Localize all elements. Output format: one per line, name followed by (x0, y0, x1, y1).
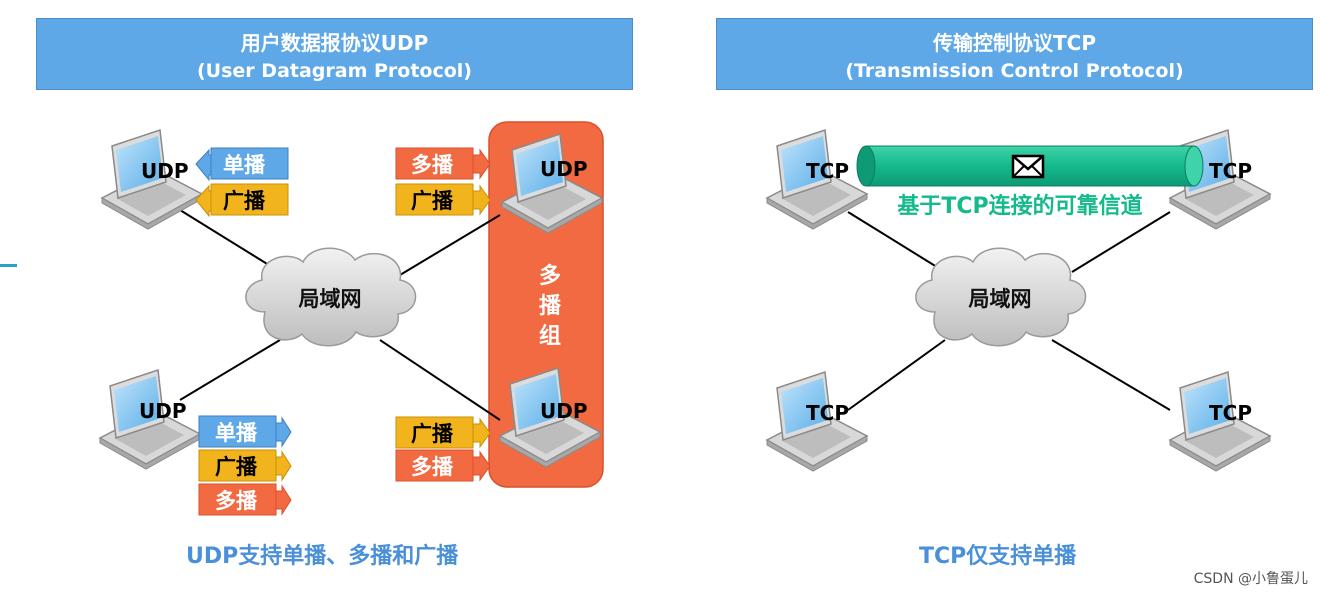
udp-title-banner: 用户数据报协议UDP (User Datagram Protocol) (36, 18, 633, 90)
tcp-laptop-tl-label: TCP (806, 159, 849, 183)
tcp-caption: TCP仅支持单播 (919, 544, 1077, 569)
tag-multicast-br-label: 多播 (411, 455, 454, 479)
multicast-group-char-3: 组 (539, 323, 561, 349)
tag-broadcast-tr-label: 广播 (411, 189, 454, 213)
tag-unicast-in-label: 单播 (223, 153, 266, 177)
tcp-laptop-br-label: TCP (1209, 401, 1252, 425)
udp-lan-label: 局域网 (299, 287, 362, 311)
tcp-title-banner: 传输控制协议TCP (Transmission Control Protocol… (716, 18, 1313, 90)
tag-broadcast-br: 广播 (395, 416, 491, 449)
tcp-laptop-br: TCP (1169, 371, 1271, 472)
envelope-icon (1011, 154, 1045, 179)
tcp-laptop-bl: TCP (766, 371, 868, 472)
tag-multicast-br: 多播 (395, 449, 491, 482)
watermark: CSDN @小鲁蛋儿 (1193, 571, 1308, 587)
tag-broadcast-out: 广播 (198, 449, 292, 482)
tcp-laptop-tr-label: TCP (1209, 159, 1252, 183)
udp-laptop-bl: UDP (99, 369, 201, 470)
udp-link-br (379, 339, 501, 421)
udp-link-bl (179, 339, 281, 401)
udp-laptop-bl-label: UDP (139, 399, 187, 423)
tcp-title: 传输控制协议TCP (933, 31, 1096, 55)
tcp-lan-label: 局域网 (969, 287, 1032, 311)
tcp-laptop-tl: TCP (766, 129, 868, 230)
tcp-lan-cloud: 局域网 (915, 247, 1087, 347)
udp-laptop-tl-label: UDP (141, 159, 189, 183)
udp-laptop-br-label: UDP (540, 399, 588, 423)
tcp-subtitle: (Transmission Control Protocol) (845, 60, 1184, 82)
udp-laptop-tl: UDP (101, 129, 203, 230)
tcp-channel-label: 基于TCP连接的可靠信道 (897, 193, 1142, 219)
tag-unicast-out: 单播 (198, 415, 292, 448)
tag-multicast-tr-label: 多播 (411, 153, 454, 177)
udp-laptop-tr: UDP (501, 133, 603, 234)
tcp-link-tl (847, 211, 946, 273)
udp-subtitle: (User Datagram Protocol) (197, 60, 472, 82)
tcp-link-tr (1071, 211, 1171, 273)
tcp-laptop-bl-label: TCP (806, 401, 849, 425)
tag-unicast-out-label: 单播 (215, 421, 258, 445)
udp-laptop-br: UDP (499, 367, 601, 468)
side-accent-line (0, 264, 17, 267)
tag-multicast-out: 多播 (198, 483, 292, 516)
tcp-link-bl (847, 339, 946, 411)
tag-broadcast-out-label: 广播 (215, 455, 258, 479)
udp-laptop-tr-label: UDP (540, 157, 588, 181)
tag-broadcast-in: 广播 (195, 183, 289, 218)
tcp-reliable-channel (856, 145, 1204, 187)
tag-multicast-tr: 多播 (395, 147, 491, 180)
tcp-link-br (1051, 339, 1171, 411)
tag-multicast-out-label: 多播 (215, 489, 258, 513)
udp-link-tr (394, 214, 501, 279)
udp-lan-cloud: 局域网 (245, 247, 417, 347)
udp-title: 用户数据报协议UDP (240, 31, 429, 55)
multicast-group-char-1: 多 (539, 263, 561, 289)
multicast-group-char-2: 播 (539, 294, 562, 319)
tag-broadcast-in-label: 广播 (223, 189, 266, 213)
tcp-laptop-tr: TCP (1169, 129, 1271, 230)
tag-unicast-in: 单播 (195, 147, 289, 182)
tag-broadcast-br-label: 广播 (411, 422, 454, 446)
udp-caption: UDP支持单播、多播和广播 (186, 544, 459, 569)
tag-broadcast-tr: 广播 (395, 183, 491, 216)
